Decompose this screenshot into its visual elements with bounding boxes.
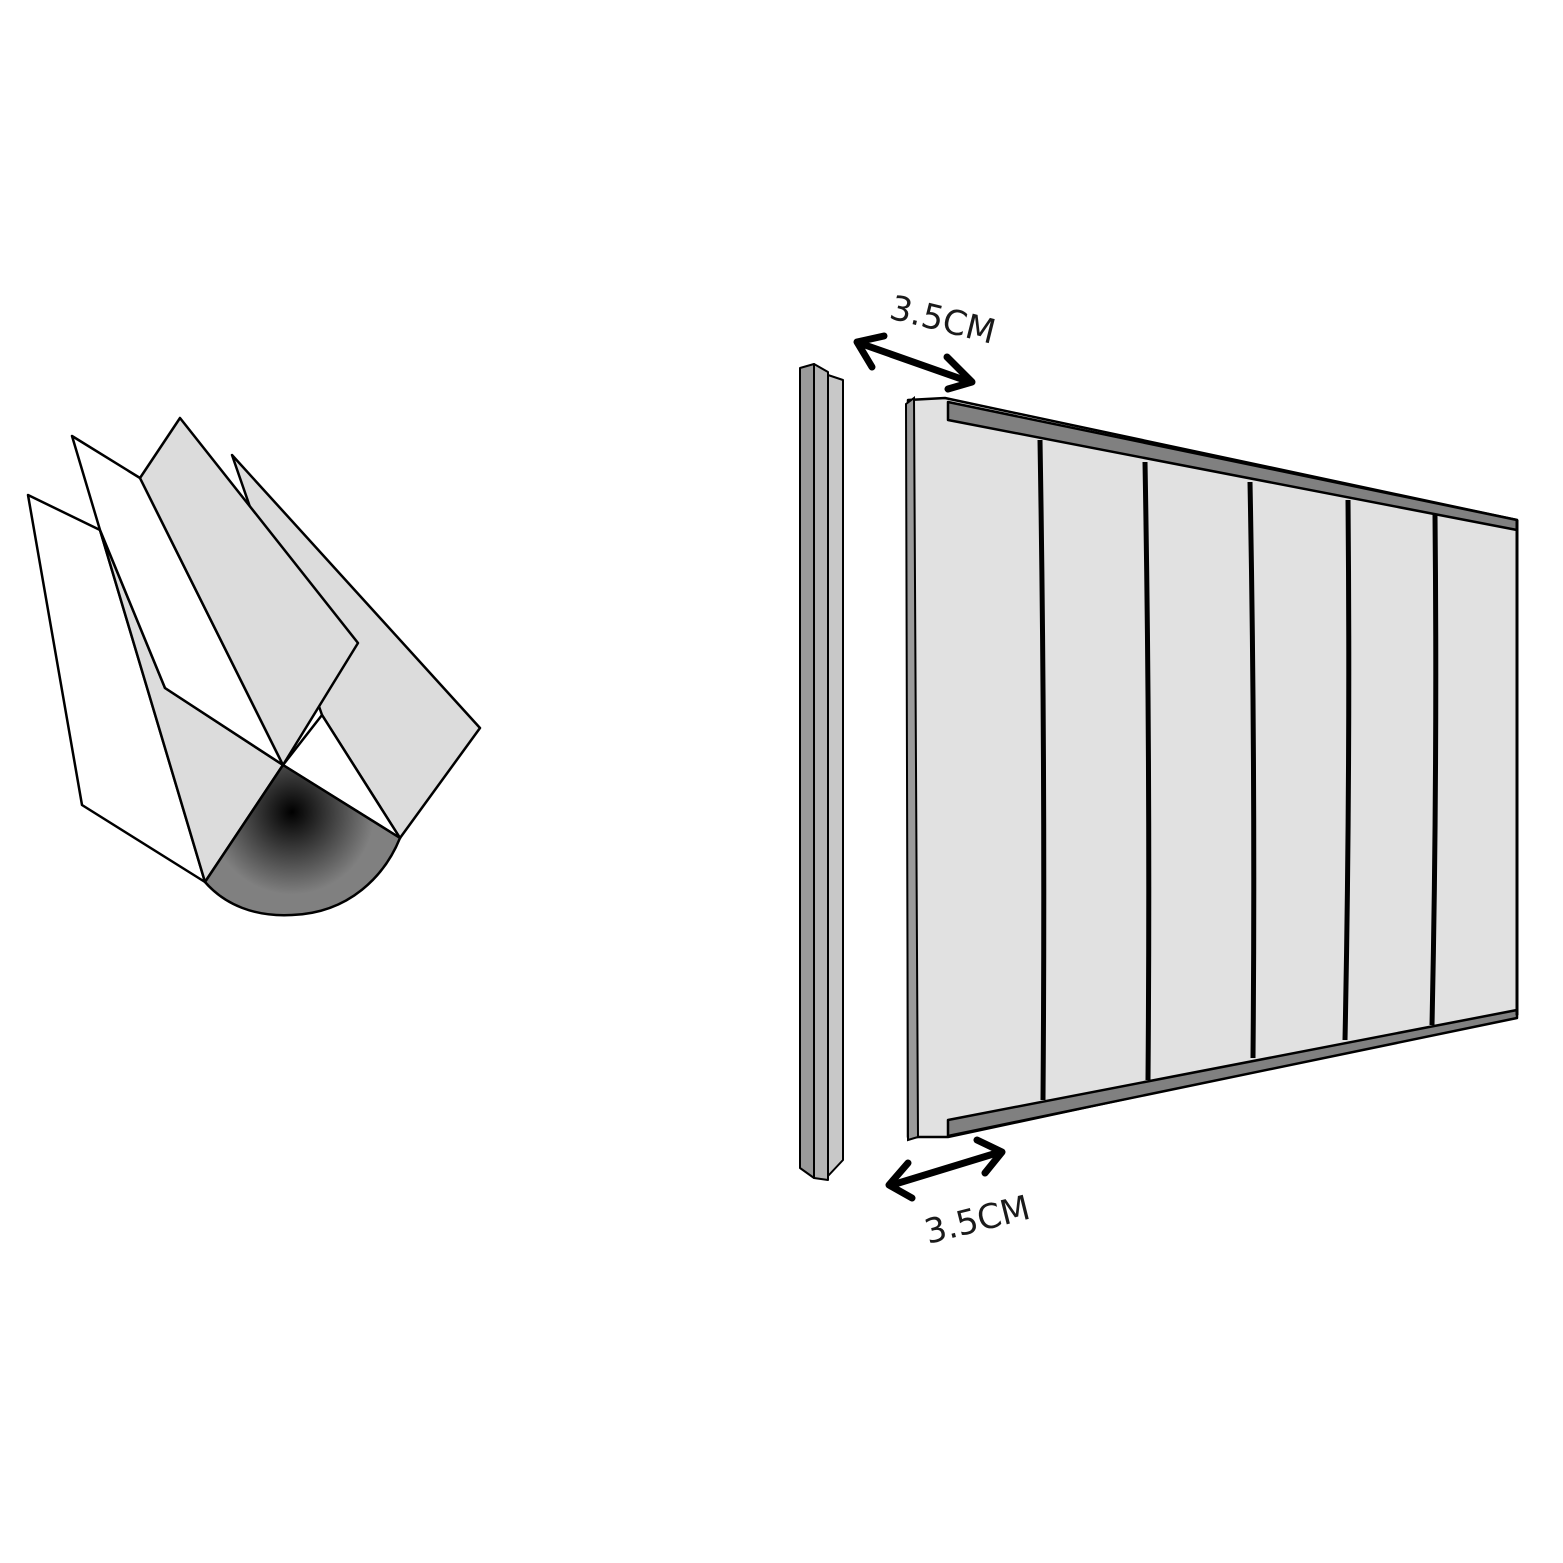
dimension-top: 3.5CM (853, 288, 1000, 393)
panel-groove (1037, 439, 1047, 1101)
panel-groove (1429, 513, 1439, 1026)
panel-bottom-edge (946, 1008, 1519, 1138)
corner-profile (26, 416, 482, 917)
joint-strip-back (799, 363, 815, 1179)
panel-grooves (1037, 439, 1519, 1101)
joint-strip-center (813, 363, 829, 1181)
dimension-label-top: 3.5CM (886, 288, 1000, 353)
profile-rounded-end (203, 763, 402, 917)
profile-front-flange (138, 416, 360, 767)
wall-panel (904, 396, 1519, 1142)
dimension-arrow-bottom (885, 1136, 1006, 1202)
dimension-bottom: 3.5CM (885, 1136, 1035, 1253)
dimension-arrow-top (853, 332, 976, 393)
panel-left-edge (904, 396, 920, 1142)
joint-strip (799, 363, 844, 1181)
panel-groove (1342, 499, 1352, 1041)
profile-white-fold (70, 434, 285, 767)
panel-groove (1247, 481, 1257, 1059)
dimension-label-bottom: 3.5CM (921, 1188, 1035, 1253)
joint-strip-front (827, 374, 844, 1177)
panel-groove (1142, 461, 1152, 1081)
